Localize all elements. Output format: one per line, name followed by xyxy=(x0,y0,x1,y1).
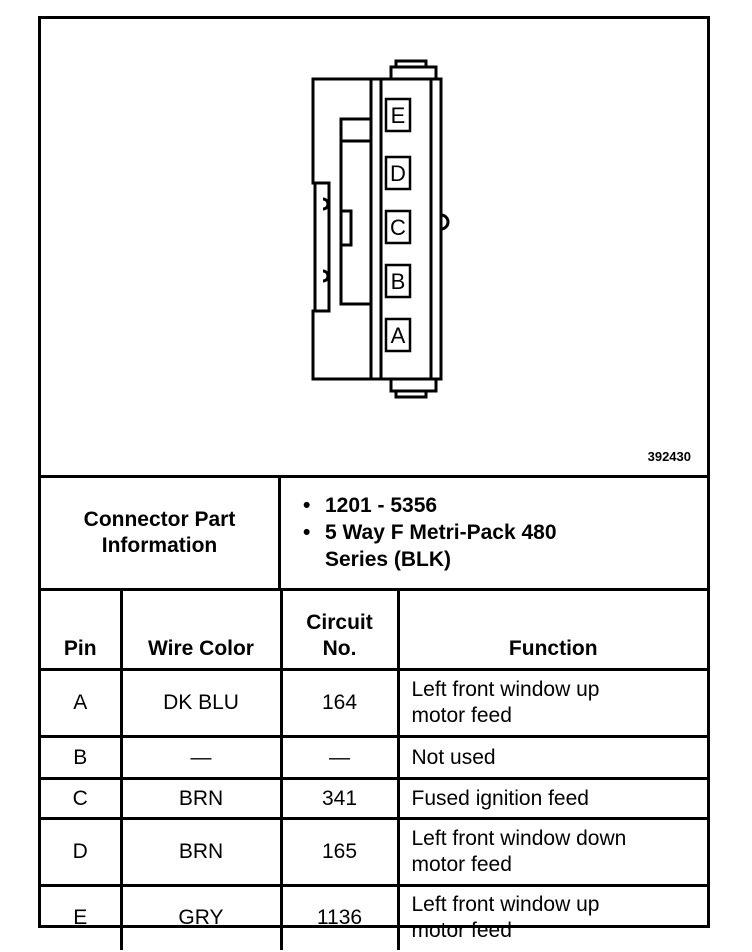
row-e-function: Left front window up motor feed xyxy=(396,884,707,950)
row-e-wire: GRY xyxy=(119,884,283,950)
header-circuit-line1: Circuit xyxy=(306,611,373,634)
row-a-pin: A xyxy=(41,668,123,738)
row-a-wire: DK BLU xyxy=(119,668,283,738)
row-e-pin: E xyxy=(41,884,123,950)
row-b-pin: B xyxy=(41,735,123,780)
connector-drawing: E D C B A xyxy=(311,59,450,399)
row-d-circuit: 165 xyxy=(279,817,400,887)
row-a-function-line1: Left front window up xyxy=(411,678,600,701)
pin-label-c: C xyxy=(390,215,406,240)
info-list: 1201 - 5356 5 Way F Metri-Pack 480 Serie… xyxy=(281,478,707,588)
pin-label-b: B xyxy=(391,269,406,294)
row-e-circuit: 1136 xyxy=(279,884,400,950)
row-c-wire: BRN xyxy=(119,777,283,820)
row-d-wire: BRN xyxy=(119,817,283,887)
header-wire-color: Wire Color xyxy=(119,588,283,671)
row-a-function: Left front window up motor feed xyxy=(396,668,707,738)
info-item-part-number: 1201 - 5356 xyxy=(303,492,707,519)
row-a-function-line2: motor feed xyxy=(411,704,512,727)
info-label-line2: Information xyxy=(101,534,218,557)
row-d-function-line1: Left front window down xyxy=(411,827,627,850)
pin-table-header: Pin Wire Color Circuit No. Function xyxy=(41,588,707,671)
row-c-pin: C xyxy=(41,777,123,820)
row-c-function: Fused ignition feed xyxy=(396,777,707,820)
pin-label-a: A xyxy=(391,323,406,348)
table-row: A DK BLU 164 Left front window up motor … xyxy=(41,668,707,738)
connector-diagram: E D C B A 392430 xyxy=(41,19,707,475)
info-label-line1: Connector Part xyxy=(83,508,236,531)
header-circuit: Circuit No. xyxy=(279,588,400,671)
info-item-description: 5 Way F Metri-Pack 480 Series (BLK) xyxy=(303,519,707,573)
row-b-circuit: — xyxy=(279,735,400,780)
row-c-circuit: 341 xyxy=(279,777,400,820)
info-description-line1: 5 Way F Metri-Pack 480 xyxy=(325,521,557,544)
row-d-function: Left front window down motor feed xyxy=(396,817,707,887)
pin-label-e: E xyxy=(391,103,406,128)
table-row: E GRY 1136 Left front window up motor fe… xyxy=(41,884,707,950)
row-a-circuit: 164 xyxy=(279,668,400,738)
info-description-line2: Series (BLK) xyxy=(325,548,452,571)
pin-label-d: D xyxy=(390,161,406,186)
table-row: C BRN 341 Fused ignition feed xyxy=(41,777,707,820)
row-d-pin: D xyxy=(41,817,123,887)
info-label: Connector Part Information xyxy=(41,478,281,588)
row-d-function-line2: motor feed xyxy=(411,853,512,876)
header-pin: Pin xyxy=(41,588,123,671)
row-e-function-line2: motor feed xyxy=(411,919,512,943)
connector-figure: E D C B A 392430 Connector Part Informat… xyxy=(38,16,710,950)
header-circuit-line2: No. xyxy=(322,637,357,660)
row-b-wire: — xyxy=(119,735,283,780)
row-b-function: Not used xyxy=(396,735,707,780)
connector-part-info: Connector Part Information 1201 - 5356 5… xyxy=(41,475,707,588)
row-e-function-line1: Left front window up xyxy=(411,893,600,917)
header-function: Function xyxy=(396,588,707,671)
figure-id: 392430 xyxy=(647,449,691,464)
table-row: D BRN 165 Left front window down motor f… xyxy=(41,817,707,887)
table-row: B — — Not used xyxy=(41,735,707,780)
pin-table: Pin Wire Color Circuit No. Function A DK… xyxy=(41,588,707,950)
